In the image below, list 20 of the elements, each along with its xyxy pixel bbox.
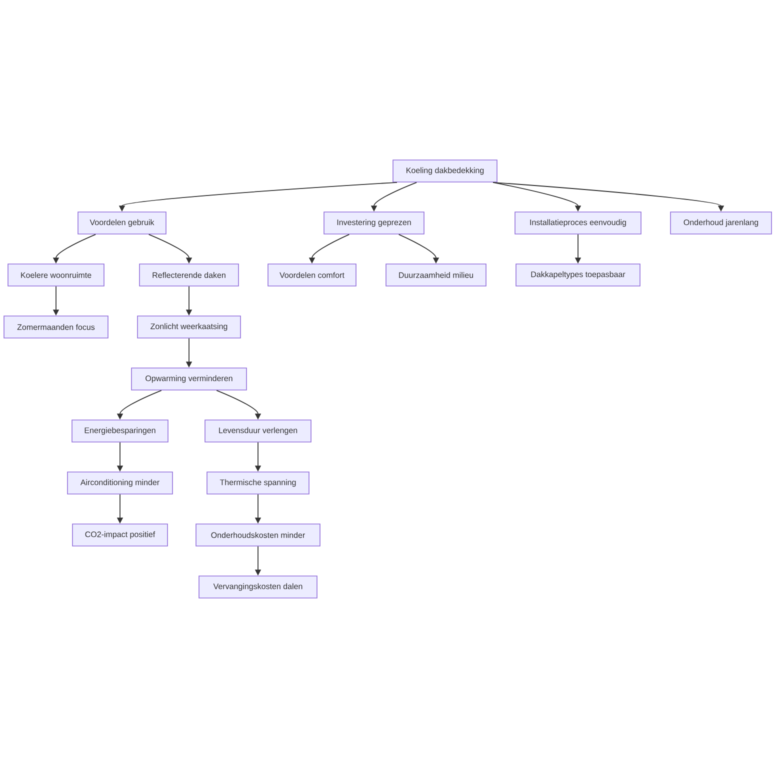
process-box: Opwarming verminderen <box>131 368 247 390</box>
process-box: Levensduur verlengen <box>204 420 312 442</box>
process-box: Zonlicht weerkaatsing <box>137 316 241 338</box>
process-box: CO2-impact positief <box>72 524 168 546</box>
process-box: Vervangingskosten dalen <box>198 576 318 598</box>
process-box: Voordelen gebruik <box>78 212 166 234</box>
process-box: Koeling dakbedekking <box>392 160 498 182</box>
process-box: Duurzaamheid milieu <box>386 264 486 286</box>
process-box: Reflecterende daken <box>139 264 239 286</box>
process-box: Koelere woonruimte <box>8 264 104 286</box>
process-box: Dakkapeltypes toepasbaar <box>516 264 640 286</box>
process-box: Installatieproces eenvoudig <box>514 212 642 234</box>
process-box: Energiebesparingen <box>72 420 168 442</box>
process-box: Voordelen comfort <box>268 264 356 286</box>
process-box: Investering geprezen <box>324 212 424 234</box>
process-box: Airconditioning minder <box>67 472 173 494</box>
process-box: Zomermaanden focus <box>4 316 108 338</box>
process-box: Thermische spanning <box>206 472 310 494</box>
process-box: Onderhoudskosten minder <box>196 524 320 546</box>
process-box: Onderhoud jarenlang <box>670 212 772 234</box>
